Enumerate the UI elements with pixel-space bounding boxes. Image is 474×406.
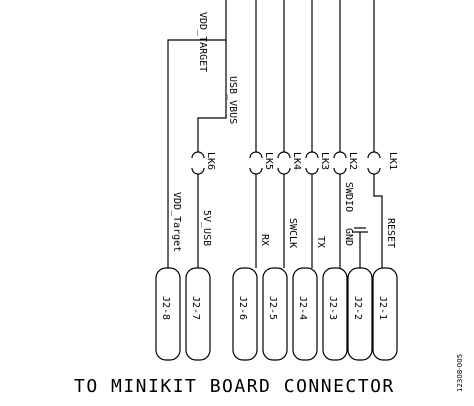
lk3-label: LK3: [319, 152, 330, 170]
lk6-jumper[interactable]: [191, 151, 205, 175]
connector-j2-5[interactable]: J2-5: [262, 267, 288, 361]
connector-j2-4[interactable]: J2-4: [292, 267, 318, 361]
vdd-target-top-label: VDD_TARGET: [197, 12, 208, 72]
connector-j2-6[interactable]: J2-6: [232, 267, 258, 361]
vdd-target-label: VDD_Target: [171, 192, 182, 252]
lk2-label: LK2: [347, 152, 358, 170]
svg-text:J2-5: J2-5: [267, 296, 278, 320]
svg-text:J2-1: J2-1: [377, 296, 388, 320]
link-labels: LK6 LK5 LK4 LK3 LK2 LK1: [205, 152, 398, 170]
lk6-label: LK6: [205, 152, 216, 170]
svg-text:J2-7: J2-7: [190, 296, 201, 320]
lk4-jumper[interactable]: [277, 151, 291, 175]
usb-vbus-net: USB_VBUS: [197, 40, 238, 268]
lk2-jumper[interactable]: [333, 151, 347, 175]
tx-label: TX: [315, 236, 326, 248]
signal-wires: [255, 0, 383, 268]
lk1-label: LK1: [387, 152, 398, 170]
net-labels: VDD_Target 5V_USB RX SWCLK TX SWDIO GND …: [171, 182, 396, 252]
five-v-usb-label: 5V_USB: [201, 210, 212, 246]
lk3-jumper[interactable]: [305, 151, 319, 175]
caption-title: TO MINIKIT BOARD CONNECTOR: [74, 376, 395, 397]
rx-label: RX: [259, 234, 270, 246]
lk5-label: LK5: [263, 152, 274, 170]
svg-text:J2-4: J2-4: [297, 296, 308, 320]
vdd-target-net: VDD_TARGET: [167, 0, 227, 268]
swdio-label: SWDIO: [343, 182, 354, 212]
svg-text:J2-3: J2-3: [327, 296, 338, 320]
swclk-label: SWCLK: [287, 218, 298, 248]
usb-vbus-label: USB_VBUS: [227, 76, 238, 124]
connector-j2-7[interactable]: J2-7: [185, 267, 211, 361]
connector-j2-2[interactable]: J2-2: [347, 267, 373, 361]
svg-text:J2-2: J2-2: [352, 296, 363, 320]
gnd-label: GND: [343, 228, 354, 246]
lk5-jumper[interactable]: [249, 151, 263, 175]
connector-j2-1[interactable]: J2-1: [372, 267, 398, 361]
link-jumpers: [191, 151, 381, 175]
doc-number: 12308-005: [456, 354, 464, 392]
lk1-jumper[interactable]: [367, 151, 381, 175]
svg-text:J2-8: J2-8: [160, 296, 171, 320]
reset-label: RESET: [385, 218, 396, 248]
connector-pins: J2-8 J2-7 J2-6 J2-5 J2-4 J2-3 J2-2 J2-1: [155, 267, 398, 361]
connector-j2-3[interactable]: J2-3: [322, 267, 348, 361]
lk4-label: LK4: [291, 152, 302, 170]
svg-text:J2-6: J2-6: [237, 296, 248, 320]
connector-j2-8[interactable]: J2-8: [155, 267, 181, 361]
